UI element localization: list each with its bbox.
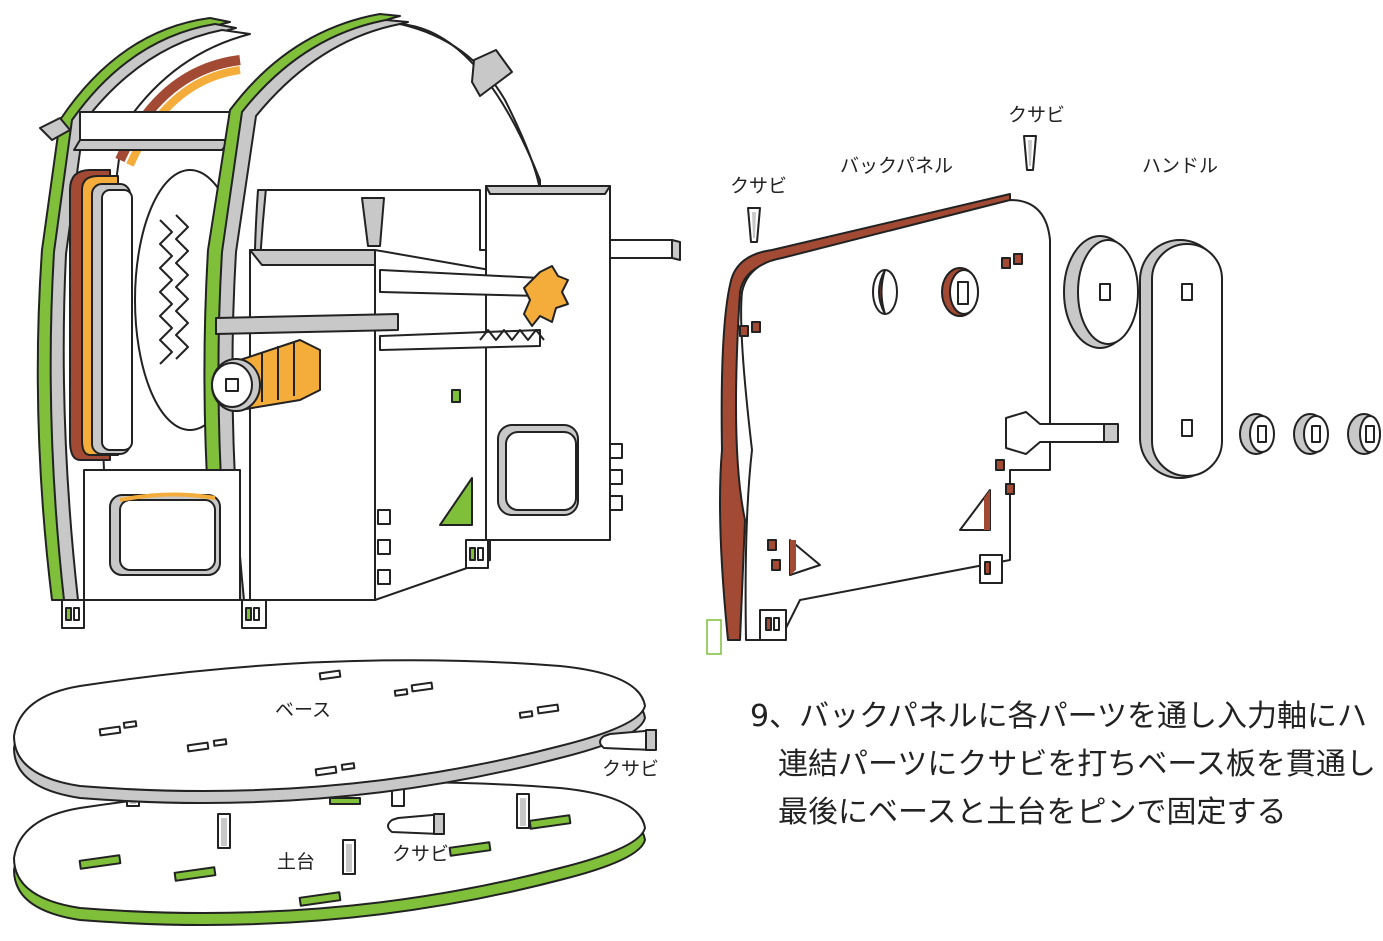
label-wedge-top: クサビ <box>1008 104 1065 126</box>
panel-hole-1 <box>872 269 898 315</box>
panel-hole-2-slot <box>957 281 969 305</box>
front-plate-white <box>231 23 541 601</box>
panel-slot-e <box>995 459 1005 471</box>
label-handle: ハンドル <box>1142 155 1218 177</box>
wheel-top-clip <box>471 49 513 97</box>
top-crossbar <box>79 111 231 141</box>
worm-gear <box>211 339 321 412</box>
label-base: ベース <box>275 699 331 721</box>
panel-foot-1-slot2 <box>773 617 780 631</box>
back-panel-exploded <box>719 193 1119 641</box>
tab-2 <box>609 469 623 485</box>
stand-plate <box>13 781 646 926</box>
top-crossbar-side <box>73 139 231 151</box>
feet-pegs <box>61 539 489 629</box>
front-plate-arc <box>399 23 541 191</box>
gearbox-top <box>249 249 386 266</box>
base-plate <box>13 659 646 804</box>
inner-drum-zigzag2 <box>175 214 189 360</box>
base-wedge-center <box>387 813 445 835</box>
tab-5 <box>377 539 391 555</box>
input-shaft-tip <box>1103 423 1119 443</box>
panel-foot-1-slot <box>765 617 772 631</box>
washers <box>1239 413 1381 455</box>
tab-1 <box>609 443 623 459</box>
tab-6 <box>377 569 391 585</box>
tab-3 <box>609 495 623 511</box>
panel-foot-2-slot <box>984 561 991 575</box>
input-shaft <box>1005 411 1111 455</box>
panel-slot-b <box>751 321 761 333</box>
rack-teeth <box>479 329 545 341</box>
instruction-line-2: 連結パーツにクサビを打ちベース板を貫通し <box>778 747 1376 782</box>
panel-tri-2-shade <box>984 490 990 530</box>
label-wedge-base-right: クサビ <box>602 758 659 780</box>
instruction-line-1: 9、バックパネルに各パーツを通し入力軸にハ <box>750 699 1367 734</box>
slot-a <box>451 389 461 403</box>
tab-4 <box>377 509 391 525</box>
clip-left <box>39 117 71 141</box>
panel-slot-c <box>1001 257 1011 269</box>
handle-part <box>1139 239 1223 479</box>
assembled-body <box>36 13 681 629</box>
panel-slot-a <box>739 325 749 337</box>
tower-arm <box>609 239 673 259</box>
panel-hole-1-shade <box>878 269 886 315</box>
gearbox-front <box>249 249 376 601</box>
green-marker <box>706 619 722 655</box>
base-wedge-right <box>599 729 657 751</box>
lower-belt <box>119 492 216 502</box>
wedge-icon-2 <box>1023 135 1037 171</box>
wedge-icon-1 <box>747 207 761 243</box>
instruction-line-3: 最後にベースと土台をピンで固定する <box>778 795 1287 830</box>
pulley <box>1063 235 1139 349</box>
pins <box>126 771 530 875</box>
label-wedge-left: クサビ <box>730 175 787 197</box>
label-stand: 土台 <box>277 851 315 873</box>
tower-arm-side <box>671 239 681 261</box>
panel-slot-h <box>771 559 781 571</box>
label-wedge-base-center: クサビ <box>392 843 449 865</box>
triangle-brace <box>439 477 473 526</box>
orange-gear <box>523 265 569 327</box>
gearbox-wedge <box>361 197 385 247</box>
panel-foot-1 <box>759 609 787 641</box>
panel-slot-g <box>767 539 777 551</box>
panel-slot-f <box>1005 483 1015 495</box>
panel-slot-d <box>1013 253 1023 265</box>
label-back-panel: バックパネル <box>840 155 953 177</box>
belt-white <box>101 189 133 451</box>
panel-tri-1-shade <box>790 540 796 575</box>
shelf-plate <box>215 313 399 335</box>
tower-window-inner <box>505 431 577 511</box>
lower-window-inner <box>119 499 216 571</box>
inner-drum-zigzag <box>159 219 173 365</box>
gearbox-tower-side <box>485 185 611 195</box>
